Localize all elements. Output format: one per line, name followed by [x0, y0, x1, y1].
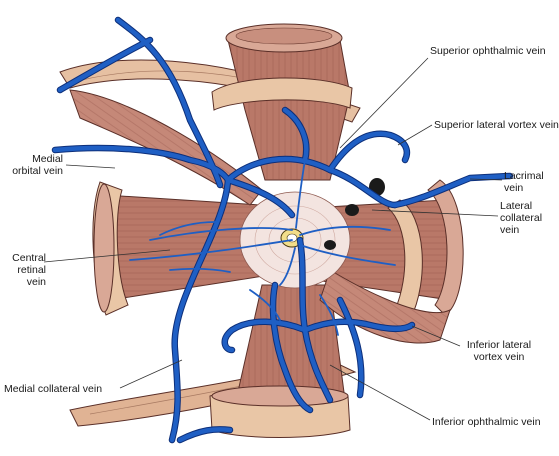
inferior-lateral-vortex-vein-label: Inferior lateral vortex vein — [466, 339, 532, 363]
superior-lateral-vortex-vein-label: Superior lateral vortex vein — [434, 119, 559, 131]
inferior-ophthalmic-vein-label: Inferior ophthalmic vein — [432, 416, 541, 428]
central-retinal-vein-label: Central retinal vein — [12, 252, 46, 288]
medial-collateral-vein-label: Medial collateral vein — [4, 383, 103, 395]
leader-lines — [43, 57, 503, 421]
lacrimal-vein-label: Lacrimal vein — [504, 170, 544, 194]
superior-rectus-muscle — [211, 23, 353, 181]
medial-orbital-vein-label: Medial orbital vein — [12, 153, 63, 177]
medial-rectus-muscle — [92, 181, 271, 316]
lateral-collateral-vein-label: Lateral collateral vein — [500, 200, 543, 236]
superior-ophthalmic-vein-label: Superior ophthalmic vein — [430, 45, 546, 57]
veins — [51, 16, 514, 444]
